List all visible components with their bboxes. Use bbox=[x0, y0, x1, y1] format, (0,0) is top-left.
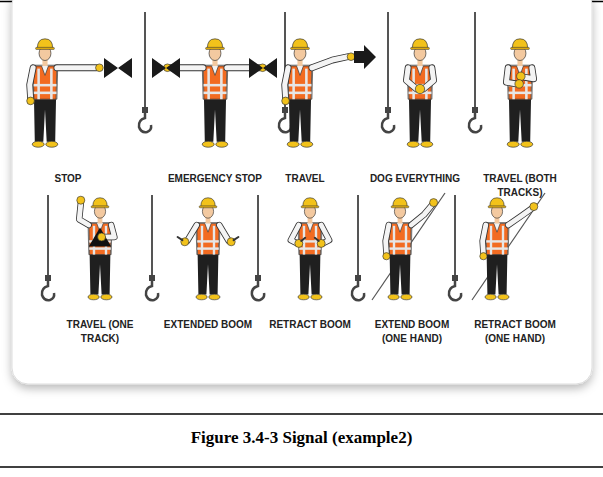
signal-label: EXTENDED BOOM bbox=[153, 318, 263, 332]
cable-line bbox=[472, 193, 545, 300]
worker-figure bbox=[406, 39, 433, 147]
motion-arrow bbox=[354, 45, 376, 69]
rule-line bbox=[0, 413, 603, 415]
card-panel bbox=[12, 0, 592, 384]
signal-label: RETRACT BOOM bbox=[260, 318, 360, 332]
worker-figure bbox=[77, 196, 115, 300]
worker-figure bbox=[506, 39, 533, 147]
worker-figure bbox=[480, 198, 538, 300]
worker-figure bbox=[282, 39, 355, 147]
motion-arrow bbox=[152, 58, 180, 78]
signal-label: TRAVEL (ONE TRACK) bbox=[54, 318, 146, 345]
signal-label: TRAVEL bbox=[270, 172, 340, 186]
crane-hooks bbox=[42, 12, 481, 300]
signal-label: TRAVEL (BOTH TRACKS) bbox=[472, 172, 568, 199]
rule-line bbox=[0, 466, 603, 468]
signal-label: DOG EVERYTHING bbox=[355, 172, 475, 186]
worker-figure bbox=[27, 39, 104, 147]
worker-figure bbox=[178, 198, 239, 300]
worker-figure bbox=[383, 198, 438, 300]
motion-arrow bbox=[104, 58, 132, 78]
signal-label: EMERGENCY STOP bbox=[155, 172, 275, 186]
worker-figure bbox=[164, 39, 267, 147]
signal-label: STOP bbox=[33, 172, 103, 186]
motion-arrow bbox=[249, 58, 277, 78]
worker-figure bbox=[291, 198, 329, 300]
cable-line bbox=[372, 193, 445, 300]
figure-caption: Figure 3.4-3 Signal (example2) bbox=[0, 428, 603, 448]
signal-label: RETRACT BOOM (ONE HAND) bbox=[468, 318, 562, 345]
signal-label: EXTEND BOOM (ONE HAND) bbox=[366, 318, 458, 345]
